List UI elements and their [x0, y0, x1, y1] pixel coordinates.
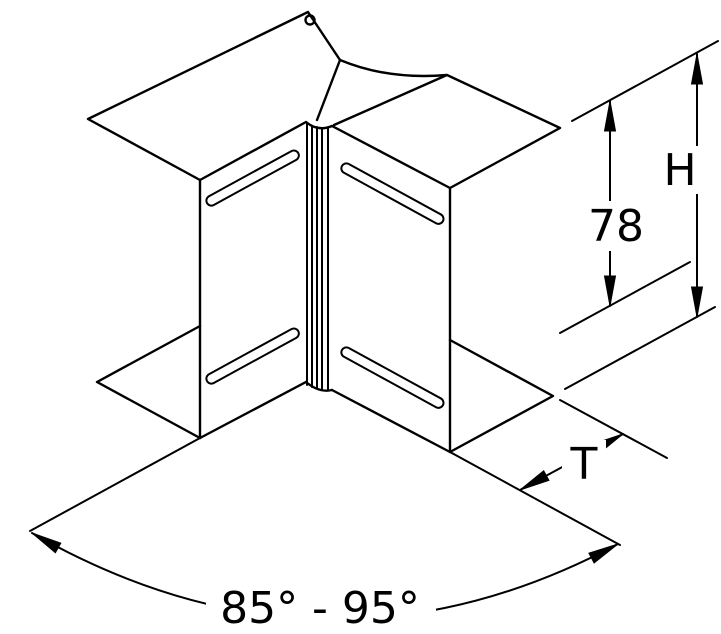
dim-h-label: H — [663, 145, 696, 196]
ext-line-top — [571, 40, 719, 122]
dim-78-arrow-bottom — [603, 275, 617, 307]
angle-label: 85° - 95° — [220, 583, 420, 634]
dimensions: 78 H T — [29, 40, 719, 634]
dim-78-label-bg — [587, 201, 647, 251]
angle-leg-right — [449, 451, 621, 546]
base-flange-left — [95, 324, 202, 440]
corner-band — [306, 123, 329, 390]
rib-left-upper — [205, 149, 300, 207]
angle-arrow-left — [31, 532, 62, 554]
right-wall-outline — [330, 186, 452, 454]
ext-line-78-bottom — [559, 261, 691, 334]
dim-t-label: T — [570, 439, 598, 490]
lid-chamfer-edges — [315, 58, 449, 127]
dim-t-label-bg — [562, 440, 606, 488]
dim-78-label: 78 — [588, 201, 644, 252]
ext-line-h-bottom — [564, 306, 716, 390]
corner-band-bottom — [304, 380, 334, 392]
dim-h-label-bg — [657, 146, 703, 194]
angle-arrow-right — [588, 543, 619, 564]
dimension-h: H — [657, 53, 704, 318]
rib-left-lower — [205, 327, 300, 385]
lid-screw-hole — [304, 14, 316, 26]
angle-dimension: 85° - 95° — [29, 437, 621, 634]
dimension-t: T — [519, 433, 624, 491]
ext-line-t — [559, 399, 668, 459]
dimension-78: 78 — [587, 100, 647, 307]
angle-leg-left — [29, 437, 201, 532]
dim-78-arrow-top — [603, 100, 617, 132]
base-flange-right — [448, 338, 555, 454]
angle-label-bg — [206, 584, 436, 634]
left-wall-outline — [198, 178, 308, 440]
dim-h-arrow-top — [690, 53, 704, 85]
rib-right-lower — [340, 346, 445, 409]
dim-t-arrow-lower — [519, 470, 550, 491]
dim-h-arrow-bottom — [690, 286, 704, 318]
rib-right-upper — [340, 162, 445, 225]
corner-piece — [86, 10, 562, 454]
